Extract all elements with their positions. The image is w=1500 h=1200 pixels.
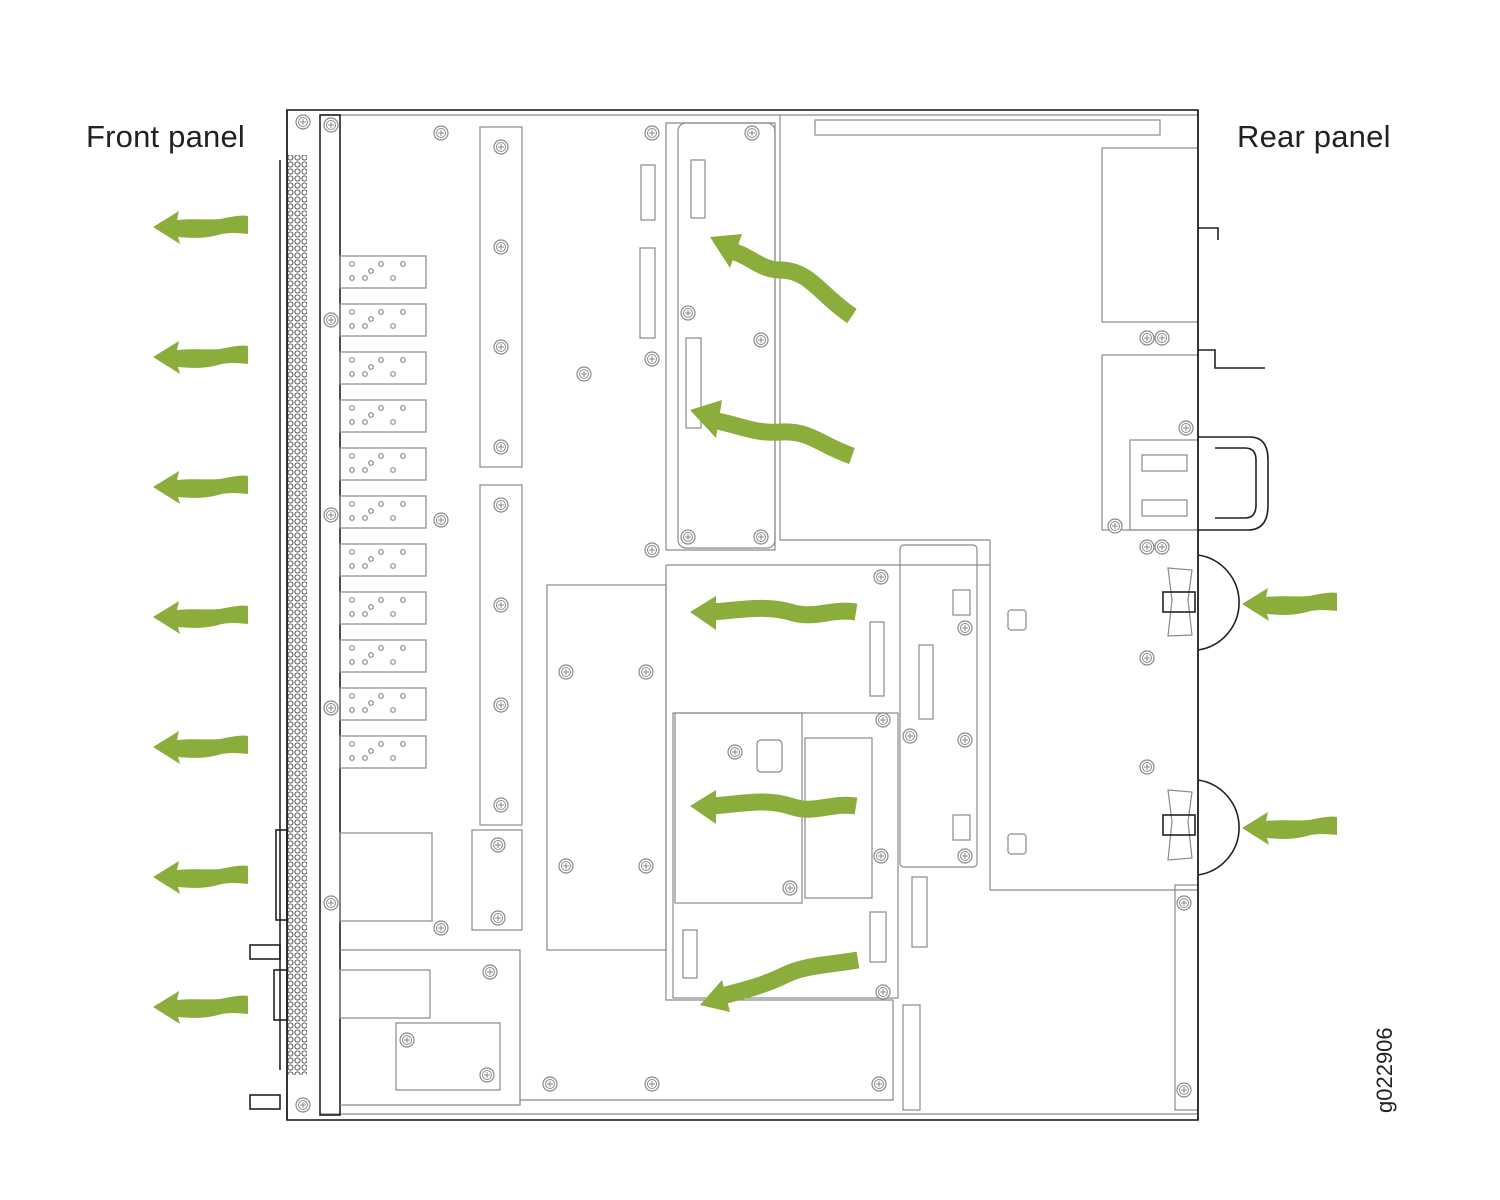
screw-icon (1178, 420, 1194, 436)
rear-panel-label: Rear panel (1237, 119, 1391, 154)
screw-icon (493, 139, 509, 155)
screw-icon (957, 732, 973, 748)
screw-icon (493, 597, 509, 613)
airflow-arrow-exhaust (153, 861, 248, 894)
figure-id: g022906 (1372, 1027, 1397, 1113)
port-cage (339, 735, 427, 769)
port-cage (339, 447, 427, 481)
heatsinks (339, 126, 803, 1091)
exhaust-airflow-arrows (153, 211, 248, 1024)
screw-icon (1154, 330, 1170, 346)
intake-airflow-arrows (1242, 588, 1337, 845)
airflow-arrow-exhaust (153, 471, 248, 504)
airflow-arrow-intake (1242, 812, 1337, 845)
port-cage (339, 543, 427, 577)
screw-icon (1176, 1082, 1192, 1098)
screw-icon (638, 858, 654, 874)
screw-icon (875, 712, 891, 728)
screw-icon (542, 1076, 558, 1092)
screw-icon (680, 529, 696, 545)
airflow-arrow-internal (690, 400, 855, 465)
internal-airflow-arrows (690, 234, 860, 1012)
screw-icon (323, 895, 339, 911)
screw-icon (644, 125, 660, 141)
port-cages (339, 255, 427, 769)
airflow-arrow-internal (710, 234, 857, 324)
screw-icon (479, 1067, 495, 1083)
screw-icon (433, 512, 449, 528)
front-panel-label: Front panel (86, 119, 246, 154)
screw-icon (1139, 650, 1155, 666)
screw-icon (1107, 518, 1123, 534)
screw-icon (482, 964, 498, 980)
screw-icon (873, 569, 889, 585)
circuit-boards (339, 115, 1199, 1111)
airflow-arrow-internal (690, 596, 858, 630)
screw-icon (576, 366, 592, 382)
airflow-arrow-exhaust (153, 601, 248, 634)
screw-icon (957, 620, 973, 636)
screw-icon (727, 744, 743, 760)
screw-icon (399, 1032, 415, 1048)
screw-icon (782, 880, 798, 896)
port-cage (339, 255, 427, 289)
screw-icon (493, 797, 509, 813)
screw-icon (493, 497, 509, 513)
screw-icon (680, 305, 696, 321)
port-cage (339, 687, 427, 721)
screw-icon (490, 910, 506, 926)
airflow-arrow-intake (1242, 588, 1337, 621)
screw-icon (1139, 330, 1155, 346)
screw-icon (638, 664, 654, 680)
screw-icon (493, 439, 509, 455)
screw-icon (875, 984, 891, 1000)
screw-icon (558, 858, 574, 874)
screw-icon (1154, 539, 1170, 555)
screw-icon (902, 728, 918, 744)
screw-icon (753, 332, 769, 348)
screw-icon (323, 312, 339, 328)
airflow-arrow-exhaust (153, 991, 248, 1024)
airflow-arrow-internal (690, 790, 858, 824)
screw-icon (744, 125, 760, 141)
port-cage (339, 303, 427, 337)
screw-icon (490, 837, 506, 853)
airflow-arrow-exhaust (153, 211, 248, 244)
airflow-arrow-exhaust (153, 731, 248, 764)
airflow-arrow-exhaust (153, 341, 248, 374)
screw-icon (433, 125, 449, 141)
screw-icon (433, 920, 449, 936)
screw-icon (873, 848, 889, 864)
screw-icon (753, 529, 769, 545)
screw-icon (644, 1076, 660, 1092)
screw-icon (1139, 759, 1155, 775)
screw-icon (558, 664, 574, 680)
screw-icon (871, 1076, 887, 1092)
port-cage (339, 639, 427, 673)
port-cage (339, 351, 427, 385)
front-panel-vents (249, 110, 341, 1120)
screw-icon (493, 697, 509, 713)
screw-icon (957, 848, 973, 864)
port-cage (339, 591, 427, 625)
screw-icon (493, 339, 509, 355)
screw-icon (1139, 539, 1155, 555)
screw-icon (295, 114, 311, 130)
screw-icon (295, 1097, 311, 1113)
screw-icon (323, 117, 339, 133)
screw-icon (1176, 895, 1192, 911)
screw-icon (644, 351, 660, 367)
port-cage (339, 495, 427, 529)
screw-icon (323, 700, 339, 716)
rear-modules (1101, 110, 1269, 1120)
screw-icon (493, 239, 509, 255)
airflow-arrow-internal (700, 951, 860, 1012)
screw-icon (644, 542, 660, 558)
screw-icon (323, 507, 339, 523)
port-cage (339, 399, 427, 433)
